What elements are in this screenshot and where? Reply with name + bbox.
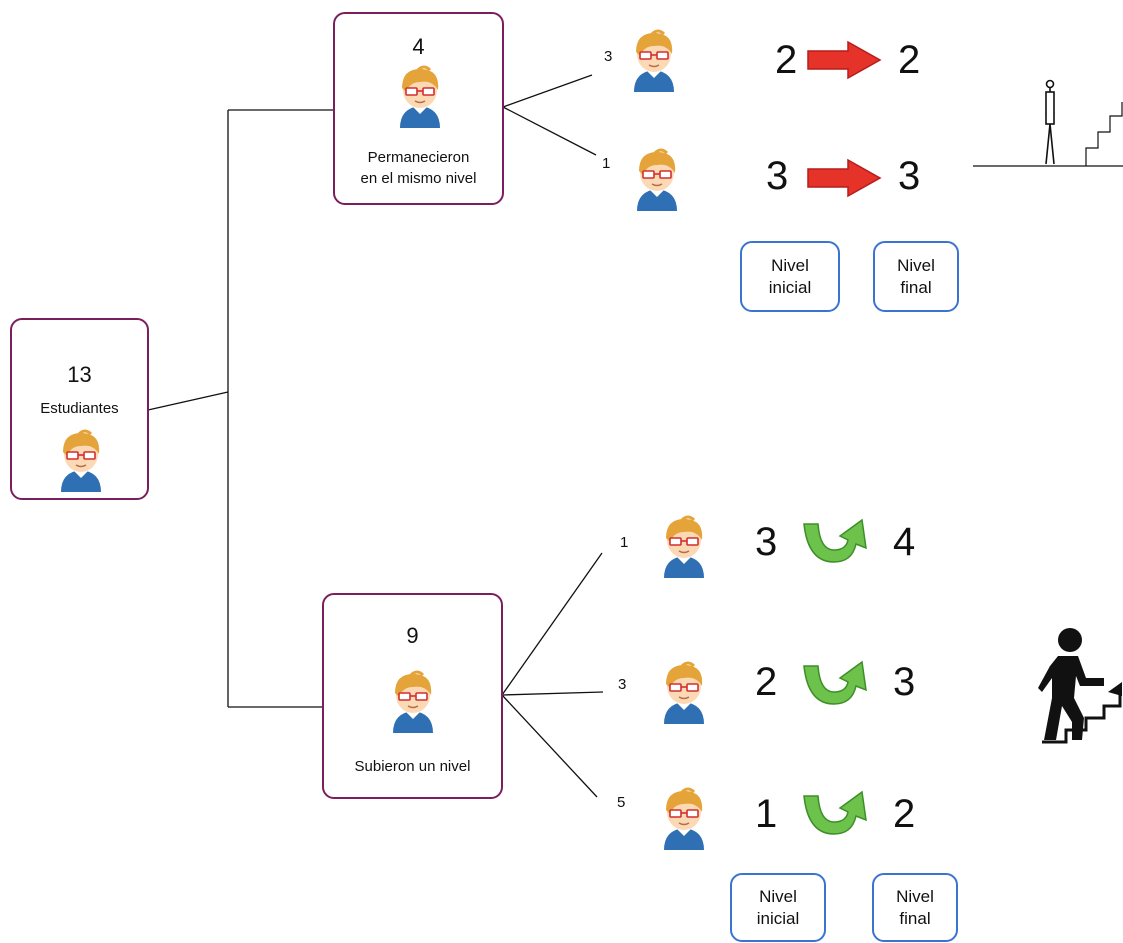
- up-row3-count: 5: [617, 794, 626, 811]
- same-row1-from: 2: [775, 38, 798, 82]
- root-count: 13: [67, 362, 92, 387]
- up-row3-from: 1: [755, 792, 778, 836]
- tag-line: Nivel: [896, 886, 934, 906]
- up-level-box: 9 Subieron un nivel: [322, 593, 503, 799]
- student-avatar-icon: [392, 64, 448, 128]
- up-row3-to: 2: [893, 792, 916, 836]
- green-up-arrow-icon: [800, 518, 876, 566]
- tag-line: Nivel: [897, 255, 935, 275]
- up-row2-count: 3: [618, 676, 627, 693]
- tag-line: Nivel: [771, 255, 809, 275]
- root-label: Estudiantes: [40, 400, 119, 417]
- final-level-tag: Nivel final: [873, 241, 959, 312]
- same-row1-count: 3: [604, 48, 613, 65]
- same-row2-from: 3: [766, 154, 789, 198]
- same-row2-count: 1: [602, 155, 611, 172]
- up-row1-from: 3: [755, 520, 778, 564]
- initial-level-tag: Nivel inicial: [740, 241, 840, 312]
- green-up-arrow-icon: [800, 790, 876, 838]
- up-row2-from: 2: [755, 660, 778, 704]
- tag-line: final: [899, 908, 931, 928]
- up-level-count: 9: [406, 623, 419, 648]
- student-avatar-icon: [53, 428, 109, 492]
- initial-level-tag: Nivel inicial: [730, 873, 826, 942]
- same-level-count: 4: [412, 34, 425, 59]
- same-level-label-line2: en el mismo nivel: [360, 170, 477, 187]
- tag-line: final: [900, 277, 932, 297]
- root-students-box: 13 Estudiantes: [10, 318, 149, 500]
- student-avatar-icon: [656, 660, 712, 724]
- student-avatar-icon: [385, 669, 441, 733]
- climbing-stairs-icon: [1038, 628, 1122, 744]
- student-avatar-icon: [656, 514, 712, 578]
- tag-line: Nivel: [759, 886, 797, 906]
- same-level-box: 4 Permanecieron en el mismo nivel: [333, 12, 504, 205]
- final-level-tag: Nivel final: [872, 873, 958, 942]
- red-arrow-icon: [806, 40, 882, 80]
- up-row1-to: 4: [893, 520, 916, 564]
- student-avatar-icon: [629, 147, 685, 211]
- same-level-label-line1: Permanecieron: [367, 149, 470, 166]
- same-row2-to: 3: [898, 154, 921, 198]
- same-row1-to: 2: [898, 38, 921, 82]
- student-avatar-icon: [656, 786, 712, 850]
- up-row2-to: 3: [893, 660, 916, 704]
- green-up-arrow-icon: [800, 660, 876, 708]
- standing-person-stairs-icon: [1045, 79, 1123, 166]
- tag-line: inicial: [768, 277, 812, 297]
- tag-line: inicial: [756, 908, 800, 928]
- red-arrow-icon: [806, 158, 882, 198]
- student-avatar-icon: [626, 28, 682, 92]
- up-row1-count: 1: [620, 534, 629, 551]
- up-level-label: Subieron un nivel: [354, 758, 471, 775]
